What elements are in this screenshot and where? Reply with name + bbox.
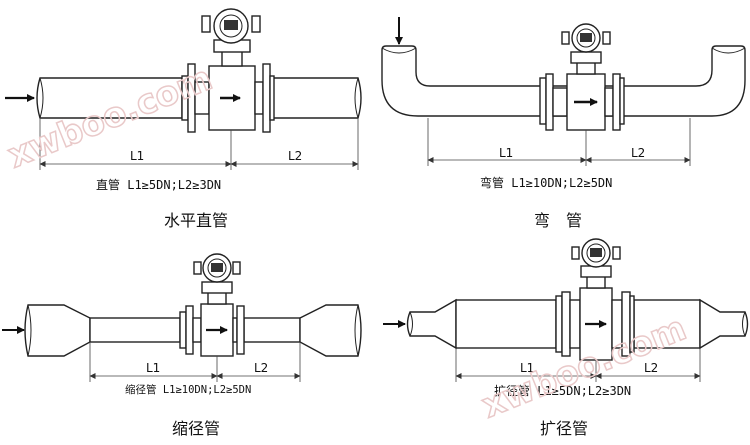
- panel-caption: 扩径管: [540, 419, 588, 438]
- dim-l1-label: L1: [130, 149, 144, 163]
- dim-l1-label: L1: [520, 361, 534, 375]
- panel-caption: 弯 管: [534, 211, 582, 230]
- flowmeter: [181, 8, 275, 133]
- dim-l2-label: L2: [644, 361, 658, 375]
- dim-l2-label: L2: [254, 361, 268, 375]
- requirement-text: 直管 L1≥5DN;L2≥3DN: [96, 177, 221, 192]
- panel-expander-pipe: L1 L2 扩径管 L1≥5DN;L2≥3DN 扩径管: [383, 238, 749, 438]
- dim-l1-label: L1: [499, 146, 513, 160]
- dim-l1-label: L1: [146, 361, 160, 375]
- requirement-text: 弯管 L1≥10DN;L2≥5DN: [480, 175, 612, 190]
- flowmeter: [539, 23, 625, 131]
- dim-l2-label: L2: [288, 149, 302, 163]
- requirement-text: 缩径管 L1≥10DN;L2≥5DN: [125, 383, 251, 396]
- panel-reducer-pipe: L1 L2 缩径管 L1≥10DN;L2≥5DN 缩径管: [2, 253, 362, 438]
- straight-pipe-left: [36, 77, 183, 119]
- requirement-text: 扩径管 L1≥5DN;L2≥3DN: [494, 383, 631, 398]
- panel-elbow-pipe: L1 L2 弯管 L1≥10DN;L2≥5DN 弯 管: [381, 17, 746, 230]
- flowmeter: [179, 253, 245, 357]
- panel-straight-pipe: L1 L2 直管 L1≥5DN;L2≥3DN 水平直管: [5, 8, 362, 230]
- panel-caption: 水平直管: [164, 211, 228, 230]
- flowmeter: [555, 238, 635, 361]
- panel-caption: 缩径管: [172, 419, 220, 438]
- dim-l2-label: L2: [631, 146, 645, 160]
- straight-pipe-right: [271, 77, 362, 119]
